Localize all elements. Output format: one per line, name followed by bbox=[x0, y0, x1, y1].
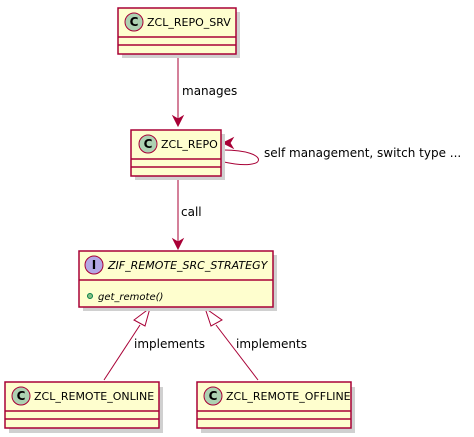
method-get-remote: get_remote() bbox=[98, 292, 163, 303]
class-badge-letter: C bbox=[209, 389, 218, 403]
edge-self-management: self management, switch type ... bbox=[221, 136, 461, 166]
class-badge-letter: C bbox=[130, 15, 139, 29]
interface-name: ZIF_REMOTE_SRC_STRATEGY bbox=[107, 259, 269, 272]
class-zcl-remote-online[interactable]: C ZCL_REMOTE_ONLINE bbox=[4, 381, 163, 433]
edge-manages: manages bbox=[171, 55, 237, 128]
edge-implements-online: implements bbox=[103, 306, 205, 381]
class-badge-icon bbox=[203, 386, 223, 406]
public-method-icon bbox=[87, 293, 93, 299]
edge-implements-offline: implements bbox=[204, 306, 307, 381]
class-badge-icon bbox=[11, 386, 31, 406]
class-name: ZCL_REMOTE_ONLINE bbox=[34, 390, 154, 403]
edge-label-self: self management, switch type ... bbox=[264, 146, 461, 160]
interface-zif-remote-src-strategy[interactable]: I ZIF_REMOTE_SRC_STRATEGY get_remote() bbox=[78, 250, 277, 311]
class-name: ZCL_REMOTE_OFFLINE bbox=[226, 390, 351, 403]
edge-label-implements-offline: implements bbox=[236, 337, 307, 351]
interface-badge-icon bbox=[84, 255, 104, 275]
class-zcl-repo-srv[interactable]: C ZCL_REPO_SRV bbox=[117, 7, 240, 58]
edge-label-manages: manages bbox=[182, 84, 237, 98]
class-badge-letter: C bbox=[17, 389, 26, 403]
edge-label-call: call bbox=[181, 205, 202, 219]
class-name: ZCL_REPO_SRV bbox=[147, 16, 231, 29]
interface-badge-letter: I bbox=[92, 258, 96, 272]
edge-label-implements-online: implements bbox=[134, 337, 205, 351]
class-zcl-repo[interactable]: C ZCL_REPO bbox=[130, 129, 225, 180]
edge-call: call bbox=[171, 178, 202, 251]
class-badge-icon bbox=[138, 134, 158, 154]
class-zcl-remote-offline[interactable]: C ZCL_REMOTE_OFFLINE bbox=[196, 381, 355, 433]
class-badge-icon bbox=[124, 12, 144, 32]
class-badge-letter: C bbox=[144, 137, 153, 151]
class-name: ZCL_REPO bbox=[161, 138, 218, 151]
